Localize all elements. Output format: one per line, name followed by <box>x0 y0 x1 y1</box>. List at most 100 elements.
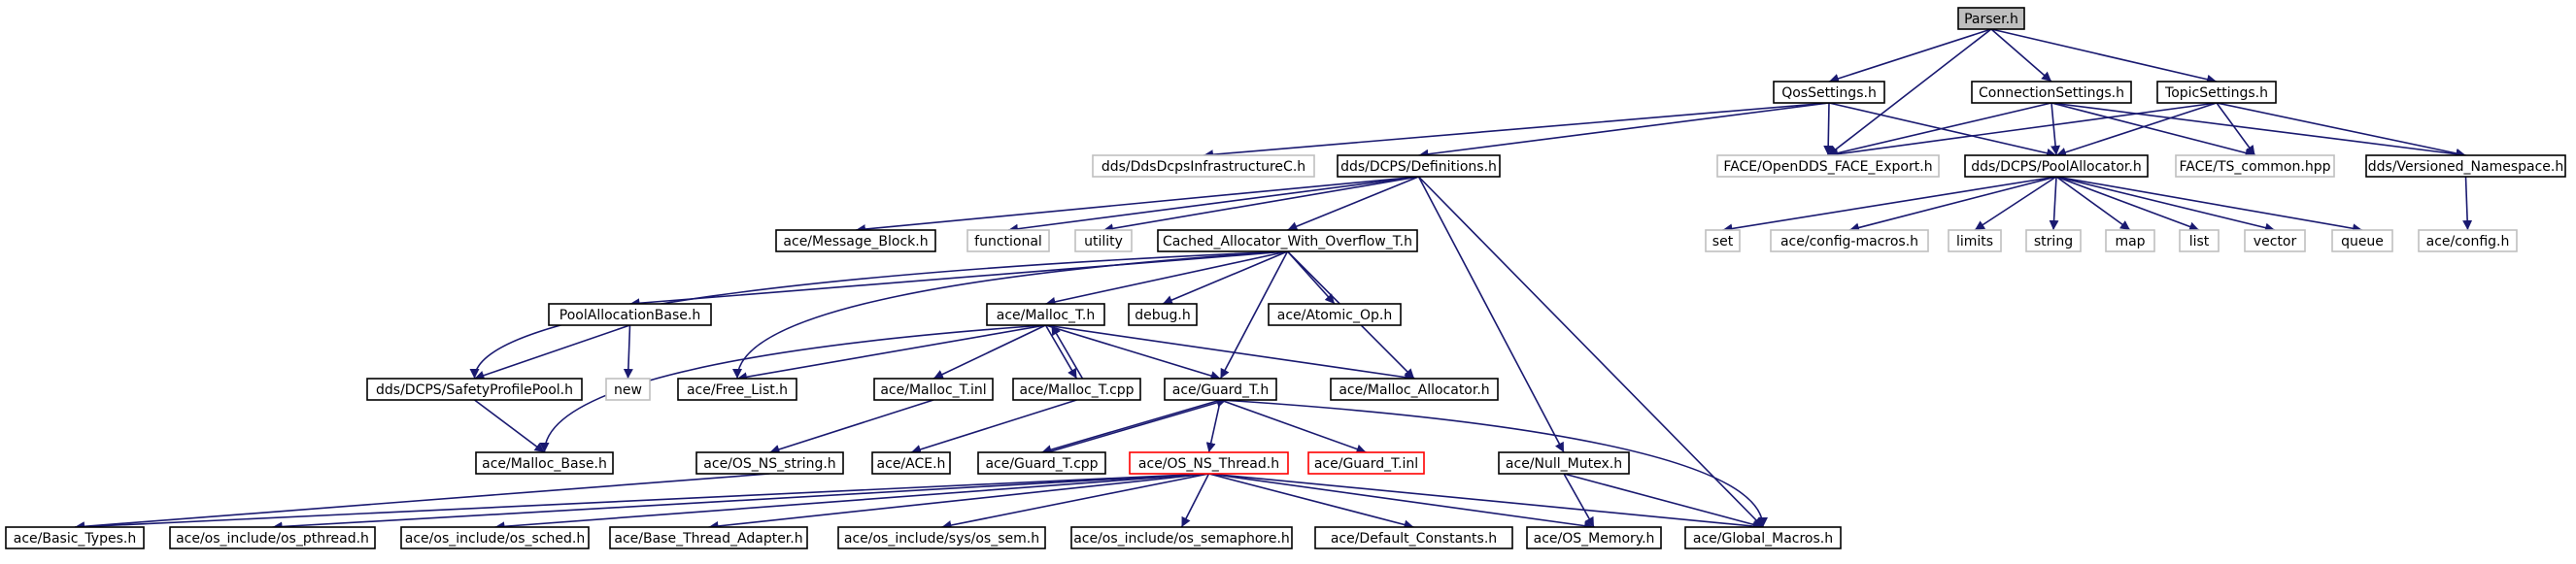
node-defs[interactable]: dds/DCPS/Definitions.h <box>1337 154 1501 178</box>
node-os-ns-string[interactable]: ace/OS_NS_string.h <box>695 451 844 475</box>
node-box <box>366 378 583 401</box>
edge-malloc_t_h-to-malloc_allocator <box>1045 324 1415 382</box>
node-free-list[interactable]: ace/Free_List.h <box>677 378 797 401</box>
node-label: Parser.h <box>1964 12 2018 27</box>
node-label: ace/Basic_Types.h <box>14 531 136 547</box>
edge-defs-to-msg_block <box>855 176 1419 235</box>
node-guard-t-cpp[interactable]: ace/Guard_T.cpp <box>977 451 1106 475</box>
node-cached-alloc[interactable]: Cached_Allocator_With_Overflow_T.h <box>1157 229 1418 252</box>
node-label: ace/ACE.h <box>877 456 946 472</box>
node-base-thread-adapter[interactable]: ace/Base_Thread_Adapter.h <box>609 526 808 549</box>
edge-null_mutex-to-os_memory <box>1563 473 1595 528</box>
edge-malloc_t_cpp-to-malloc_t_h <box>1050 324 1084 380</box>
node-box <box>2156 81 2277 104</box>
node-box <box>2331 229 2393 252</box>
node-box <box>2365 154 2566 178</box>
edge-qos-to-face_export <box>1823 102 1834 156</box>
node-qos[interactable]: QosSettings.h <box>1773 81 1885 104</box>
edge-os_ns_thread-to-base_thread_adapter <box>708 473 1209 531</box>
node-label: ace/OS_Memory.h <box>1534 531 1655 547</box>
edge-os_ns_thread-to-os_sched <box>494 473 1209 532</box>
edge-defs-to-functional <box>1007 176 1419 234</box>
edge-cached_alloc-to-pool_alloc_base <box>629 250 1288 309</box>
edge-conn-to-versioned_ns <box>2051 102 2466 159</box>
node-box <box>1526 526 1662 549</box>
node-os-memory[interactable]: ace/OS_Memory.h <box>1526 526 1662 549</box>
node-label: ace/Guard_T.cpp <box>985 456 1098 472</box>
node-box <box>695 451 844 475</box>
node-os-sched[interactable]: ace/os_include/os_sched.h <box>400 526 590 549</box>
node-os-ns-thread[interactable]: ace/OS_NS_Thread.h <box>1129 451 1289 475</box>
node-ts-common: FACE/TS_common.hpp <box>2175 154 2335 178</box>
edge-cached_alloc-to-guard_t_h <box>1219 250 1289 380</box>
node-box <box>169 526 376 549</box>
edge-guard_t_h-to-guard_t_inl <box>1220 399 1367 454</box>
node-label: ace/Global_Macros.h <box>1693 531 1833 547</box>
node-malloc-t-inl[interactable]: ace/Malloc_T.inl <box>873 378 994 401</box>
node-pool-alloc[interactable]: dds/DCPS/PoolAllocator.h <box>1964 154 2149 178</box>
node-box <box>1157 229 1418 252</box>
node-box <box>1337 154 1501 178</box>
node-queue: queue <box>2331 229 2393 252</box>
node-parser[interactable]: Parser.h <box>1957 7 2025 30</box>
node-box <box>5 526 145 549</box>
node-box <box>605 378 651 401</box>
edge-pool_alloc_base-to-safety_pool <box>474 324 630 381</box>
node-topic[interactable]: TopicSettings.h <box>2156 81 2277 104</box>
node-conn[interactable]: ConnectionSettings.h <box>1971 81 2132 104</box>
node-set: set <box>1705 229 1741 252</box>
node-ace-h[interactable]: ace/ACE.h <box>871 451 951 475</box>
node-box <box>1957 7 2025 30</box>
edge-os_ns_thread-to-global_macros <box>1208 473 1764 532</box>
node-label: ConnectionSettings.h <box>1979 85 2124 101</box>
node-label: TopicSettings.h <box>2164 85 2268 101</box>
node-label: FACE/OpenDDS_FACE_Export.h <box>1723 159 1932 175</box>
node-box <box>837 526 1046 549</box>
node-os-sem[interactable]: ace/os_include/sys/os_sem.h <box>837 526 1046 549</box>
node-os-pthread[interactable]: ace/os_include/os_pthread.h <box>169 526 376 549</box>
node-os-semaphore[interactable]: ace/os_include/os_semaphore.h <box>1070 526 1293 549</box>
node-basic-types[interactable]: ace/Basic_Types.h <box>5 526 145 549</box>
node-label: ace/Malloc_Allocator.h <box>1339 382 1489 398</box>
edge-cached_alloc-to-safety_pool <box>469 250 1288 380</box>
node-pool-alloc-base[interactable]: PoolAllocationBase.h <box>548 303 712 326</box>
node-malloc-allocator[interactable]: ace/Malloc_Allocator.h <box>1330 378 1499 401</box>
node-label: functional <box>974 234 1042 249</box>
edge-conn-to-ts_common <box>2051 102 2255 158</box>
node-config-macros: ace/config-macros.h <box>1770 229 1929 252</box>
edge-os_ns_thread-to-basic_types <box>74 473 1209 532</box>
node-malloc-t-cpp[interactable]: ace/Malloc_T.cpp <box>1012 378 1141 401</box>
edge-topic-to-face_export <box>1827 102 2218 159</box>
edge-pool_alloc_base-to-new <box>623 324 633 380</box>
edge-topic-to-ts_common <box>2216 102 2256 156</box>
edge-defs-to-null_mutex <box>1417 176 1565 453</box>
node-guard-t-inl[interactable]: ace/Guard_T.inl <box>1307 451 1425 475</box>
node-box <box>2244 229 2306 252</box>
node-box <box>475 451 614 475</box>
node-global-macros[interactable]: ace/Global_Macros.h <box>1684 526 1842 549</box>
node-atomic-op[interactable]: ace/Atomic_Op.h <box>1268 303 1402 326</box>
node-box <box>1498 451 1630 475</box>
node-malloc-t-h[interactable]: ace/Malloc_T.h <box>986 303 1105 326</box>
node-guard-t-h[interactable]: ace/Guard_T.h <box>1164 378 1277 401</box>
node-box <box>2105 229 2155 252</box>
node-malloc-base[interactable]: ace/Malloc_Base.h <box>475 451 614 475</box>
node-null-mutex[interactable]: ace/Null_Mutex.h <box>1498 451 1630 475</box>
edge-os_ns_thread-to-os_memory <box>1208 473 1595 531</box>
node-box <box>1314 526 1513 549</box>
node-debug[interactable]: debug.h <box>1128 303 1198 326</box>
node-label: utility <box>1084 234 1123 249</box>
node-versioned-ns[interactable]: dds/Versioned_Namespace.h <box>2365 154 2566 178</box>
edge-os_ns_thread-to-os_semaphore <box>1180 473 1210 528</box>
node-default-constants[interactable]: ace/Default_Constants.h <box>1314 526 1513 549</box>
node-safety-pool[interactable]: dds/DCPS/SafetyProfilePool.h <box>366 378 583 401</box>
node-label: ace/Malloc_T.h <box>997 308 1096 323</box>
node-msg-block[interactable]: ace/Message_Block.h <box>775 229 936 252</box>
edge-os_ns_thread-to-os_pthread <box>272 473 1209 532</box>
node-label: ace/Message_Block.h <box>783 234 928 249</box>
node-box <box>2025 229 2082 252</box>
node-box <box>1770 229 1929 252</box>
edge-malloc_t_h-to-guard_t_h <box>1045 324 1221 381</box>
edge-defs-to-utility <box>1102 176 1419 234</box>
node-label: limits <box>1956 234 1993 249</box>
